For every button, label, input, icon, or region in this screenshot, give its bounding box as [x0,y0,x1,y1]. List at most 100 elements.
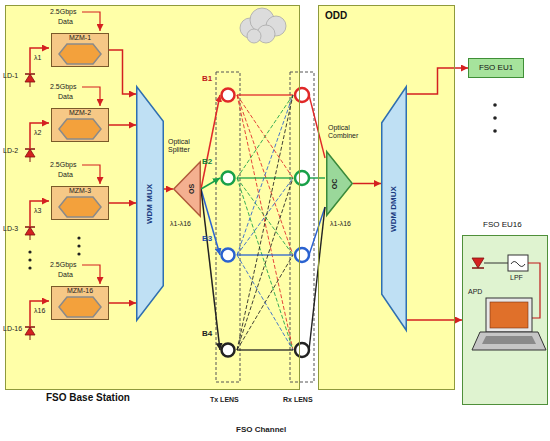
node-text: OC [331,178,339,189]
data-label: Data [58,93,73,101]
ellipsis-dot [493,116,497,120]
panel-fill [462,235,548,405]
laser-label: LD-3 [3,225,18,233]
bit-rate-label: 2.5Gbps [50,83,76,91]
signal-connector [353,183,381,185]
ellipsis-dot [28,266,31,269]
combiner-input [309,177,325,178]
signal-connector [201,178,220,189]
data-label: Data [58,18,73,26]
laser-label: LD-2 [3,147,18,155]
wavelength-label: λ1-λ16 [330,220,351,228]
beam-circle: B3 [220,247,236,263]
node-text: WDM MUX [146,184,155,224]
modulator-symbol [59,119,101,139]
lens-label: Rx LENS [283,396,313,404]
laser-wire [30,301,49,327]
rx-lens-circle [295,343,309,357]
signal-connector [407,319,462,321]
data-wire [82,265,100,284]
shape-fill [222,89,235,102]
beam-circle: B1 [220,87,236,103]
wavelength-label: λ16 [34,307,45,315]
laser-diode-symbol [25,74,35,82]
ellipsis-dot [28,258,31,261]
filter-symbol [508,255,528,271]
cloud-symbol [247,29,261,43]
signal-connector [109,50,136,94]
node-text: ODD [325,10,347,21]
beam-path [237,178,293,350]
ellipsis-dot [493,129,497,133]
modulator-symbol [59,297,101,317]
beam-path [237,178,293,255]
bit-rate-label: 2.5Gbps [50,261,76,269]
shape-outline [220,170,236,186]
shape-fill [174,162,201,217]
node-text: FSO Base Station [46,392,130,403]
signal-connector [407,68,468,94]
optical-splitter: OS [173,161,201,217]
laser-label: LD-16 [3,325,22,333]
signal-connector [201,189,220,350]
wdm-mux: WDM MUX [136,86,164,321]
laser-diode-lead [30,235,31,240]
laser-diode-lead [30,335,31,340]
shape-fill [52,109,109,142]
beam-path [237,255,293,350]
beam-path [237,95,293,350]
shape-fill [222,249,235,262]
laptop-display [490,302,528,328]
shape-outline [326,151,353,216]
signal-connector [164,188,173,190]
shape-fill [52,187,109,220]
odd-panel: ODD OC WDM DMUX [318,5,455,390]
shape-outline [220,342,236,358]
ellipsis-dot [28,250,31,253]
component-label: LPF [510,274,523,282]
signal-connector [109,302,136,304]
shape-fill [222,172,235,185]
laser-diode-symbol [25,327,35,335]
node-text: FSO EU16 [483,221,522,230]
lens-label: Tx LENS [210,396,239,404]
wavelength-label: λ1-λ16 [170,220,191,228]
ellipsis-dot [77,252,80,255]
data-wire [82,87,100,106]
shape-outline [173,161,201,217]
component-label: Optical Combiner [328,124,370,139]
data-label: Data [58,171,73,179]
laptop-base [472,332,546,350]
base-station-panel: FSO Base StationMZM-1MZM-2MZM-3MZM-16WDM… [5,5,300,390]
combiner-input [309,207,325,350]
beam-path [237,95,293,178]
laser-label: LD-1 [3,72,18,80]
shape-outline [220,87,236,103]
panel-fill [318,5,455,390]
node-text: B4 [202,330,212,339]
laser-diode-lead [30,157,31,162]
end-user-box: FSO EU1 [468,58,524,78]
laptop-screen [486,298,532,332]
beam-path [237,254,293,256]
wdm-demux: WDM DMUX [381,86,407,331]
laser-wire [30,201,49,227]
shape-outline [220,247,236,263]
beam-path [237,95,293,350]
modulator-box: MZM-1 [51,33,109,67]
node-text: MZM-16 [67,287,93,295]
component-label: Optical Splitter [168,138,204,153]
photodiode-bar [472,267,484,269]
wavelength-label: λ1 [34,54,41,62]
shape-fill [52,287,109,320]
data-wire [82,12,100,31]
beam-path [237,177,293,179]
ellipsis-dot [77,244,80,247]
bit-rate-label: 2.5Gbps [50,8,76,16]
beam-path [237,255,293,350]
laser-wire [30,48,49,74]
shape-fill [382,87,407,331]
beam-path [237,95,293,255]
beam-path [237,178,293,255]
